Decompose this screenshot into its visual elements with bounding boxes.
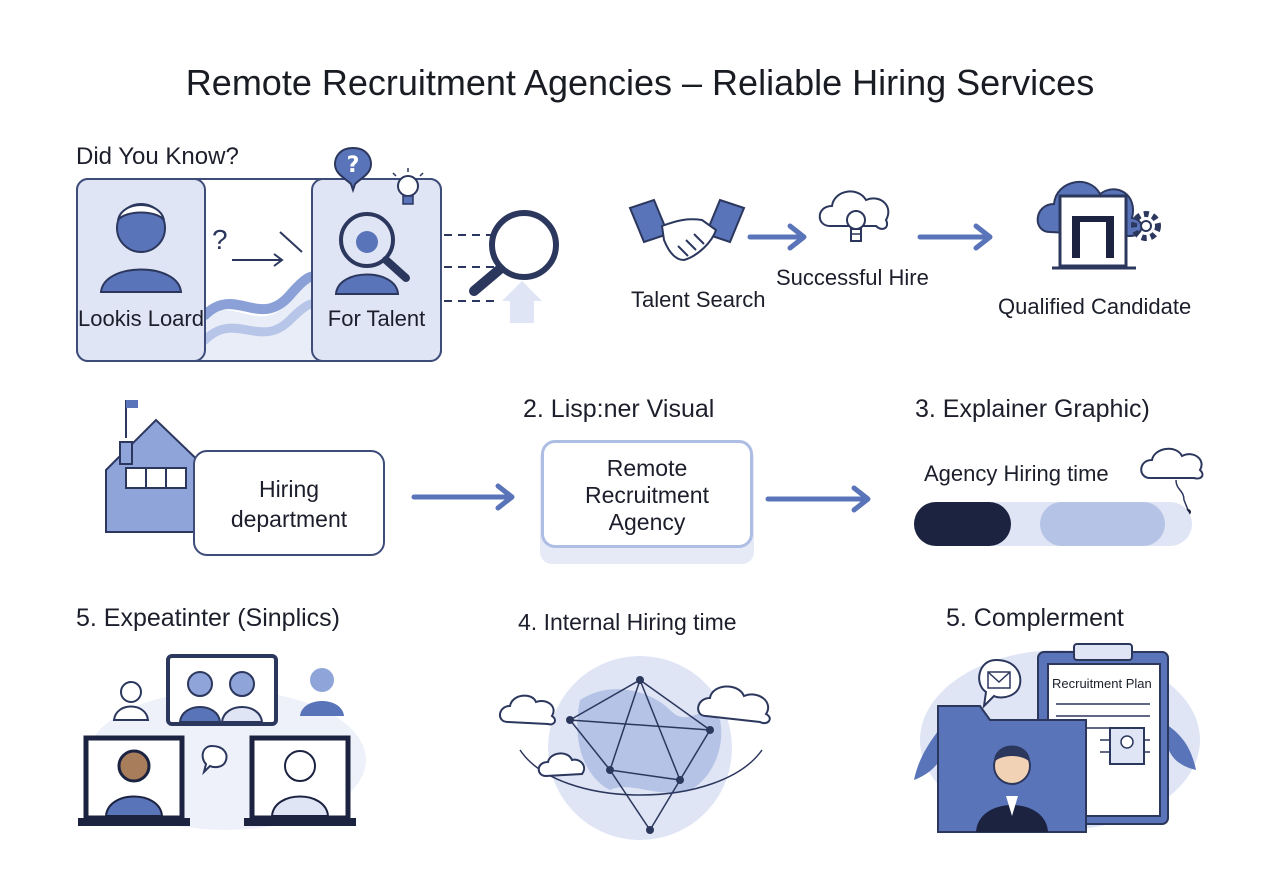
card-for-talent [311, 178, 442, 362]
arrow-icon [411, 483, 515, 511]
magnifier-person-icon [334, 212, 410, 295]
globe-network-illustration [499, 656, 771, 840]
recruitment-plan-illustration [914, 643, 1200, 833]
visual-heading: 2. Lisp:ner Visual [523, 395, 715, 423]
svg-text:?: ? [347, 153, 360, 178]
recruitment-plan-title: Recruitment Plan [1052, 676, 1152, 691]
arrow-icon [747, 223, 807, 251]
did-you-know-heading: Did You Know? [76, 143, 239, 170]
successful-hire-label: Successful Hire [776, 265, 929, 290]
bottom-center-heading: 4. Internal Hiring time [518, 609, 737, 635]
lightbulb-icon [392, 168, 424, 205]
explainer-heading: 3. Explainer Graphic) [915, 395, 1150, 423]
arrow-icon [765, 485, 871, 513]
agency-line2: Recruitment [585, 482, 709, 508]
hiring-time-fill [914, 502, 1011, 546]
arrow-icon [917, 223, 993, 251]
agency-hiring-time-label: Agency Hiring time [924, 461, 1109, 486]
handshake-icon [628, 198, 746, 262]
page-title: Remote Recruitment Agencies – Reliable H… [185, 62, 1095, 103]
agency-line3: Agency [608, 509, 686, 535]
video-call-illustration [78, 654, 366, 830]
hiring-department-line2: department [230, 506, 348, 532]
person-icon [99, 203, 183, 293]
talent-search-label: Talent Search [631, 287, 766, 312]
hiring-department-line1: Hiring [258, 476, 320, 502]
bottom-left-heading: 5. Expeatinter (Sinplics) [76, 604, 341, 632]
card-right-label: For Talent [327, 306, 426, 331]
bottom-right-heading: 5. Complerment [946, 604, 1124, 632]
house-icon [105, 400, 209, 533]
cloud-bulb-icon [818, 190, 890, 242]
agency-line1: Remote [606, 455, 688, 481]
question-bubble-icon: ? [333, 146, 373, 194]
qualified-candidate-label: Qualified Candidate [998, 294, 1192, 319]
question-mark: ? [212, 224, 228, 255]
arrow-icon [232, 231, 303, 267]
cloud-icon [1140, 447, 1204, 515]
hiring-department-bubble: Hiring department [193, 450, 385, 556]
card-left-label: Lookis Loard [78, 306, 204, 331]
agency-box: Remote Recruitment Agency [541, 440, 753, 548]
hiring-time-mid [1040, 502, 1165, 546]
big-magnifier-icon [444, 210, 559, 323]
cloud-computer-icon [1036, 181, 1161, 270]
